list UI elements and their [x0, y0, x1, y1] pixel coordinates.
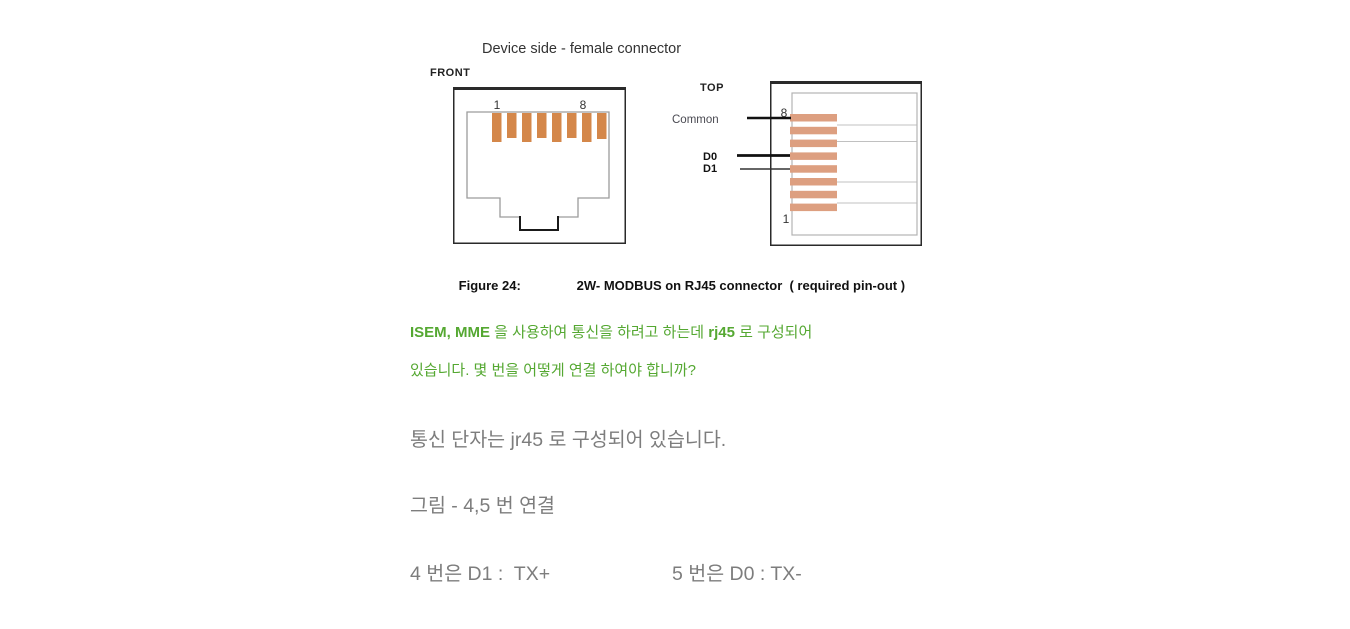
front-pin-6 [567, 113, 577, 138]
top-outer-box [770, 81, 922, 246]
top-pin-4 [790, 165, 837, 173]
front-pin-7 [582, 113, 592, 142]
front-pin-2 [507, 113, 517, 138]
figure-caption-text: 2W- MODBUS on RJ45 connector ( required … [576, 278, 906, 293]
question-bold-products: ISEM, MME [410, 324, 491, 341]
front-view-label: FRONT [430, 67, 471, 79]
top-wire-lines [837, 124, 917, 204]
top-pin-column [790, 114, 837, 212]
d0-signal-label: D0 [703, 151, 717, 163]
question-line-1: ISEM, MME 을 사용하여 통신을 하려고 하는데 rj45 로 구성되어 [410, 324, 813, 341]
question-paragraph: ISEM, MME 을 사용하여 통신을 하려고 하는데 rj45 로 구성되어… [410, 314, 990, 390]
rj45-top-view-diagram: TOP 8 1 Common D0 D1 [672, 81, 922, 246]
figure-caption-label: Figure 24: [458, 278, 521, 293]
front-pin-4 [537, 113, 547, 138]
answer-pin5-mapping: 5 번은 D0 : TX- [672, 563, 802, 585]
answer-pin4-mapping: 4 번은 D1 : TX+ [410, 563, 551, 585]
front-pin-1 [492, 113, 502, 142]
top-inner-body [791, 92, 918, 236]
top-pin-number-1: 1 [783, 212, 790, 226]
d1-signal-label: D1 [703, 163, 717, 175]
answer-line-3: 4 번은 D1 : TX+ 5 번은 D0 : TX- [410, 561, 970, 587]
question-line-2: 있습니다. 몇 번을 어떻게 연결 하여야 합니까? [410, 362, 696, 379]
figure-caption: Figure 24: 2W- MODBUS on RJ45 connector (… [437, 263, 905, 308]
figure-title: Device side - female connector [482, 41, 682, 57]
top-pin-6 [790, 139, 837, 148]
front-pin-row [492, 113, 607, 142]
front-outer-box [453, 87, 626, 244]
front-pin-5 [552, 113, 562, 142]
common-signal-label: Common [672, 114, 719, 126]
top-pin-number-8: 8 [781, 106, 788, 120]
jack-latch-notch [519, 216, 559, 231]
top-pin-7 [790, 126, 837, 135]
question-bold-rj45: rj45 [708, 324, 735, 341]
front-pin-3 [522, 113, 532, 142]
top-pin-3 [790, 178, 837, 186]
front-pin-number-1: 1 [494, 98, 501, 112]
figure-24: Device side - female connector FRONT 1 8 [410, 30, 990, 296]
top-pin-5 [790, 152, 837, 160]
answer-line-2: 그림 - 4,5 번 연결 [410, 495, 555, 517]
top-pin-1 [790, 203, 837, 212]
rj45-front-view-diagram: 1 8 [453, 87, 626, 244]
top-view-label: TOP [700, 82, 724, 94]
front-pin-number-8: 8 [580, 98, 587, 112]
front-pin-8 [597, 113, 607, 139]
top-pin-8 [790, 114, 837, 122]
top-pin-2 [790, 190, 837, 199]
answer-line-1: 통신 단자는 jr45 로 구성되어 있습니다. [410, 429, 727, 451]
